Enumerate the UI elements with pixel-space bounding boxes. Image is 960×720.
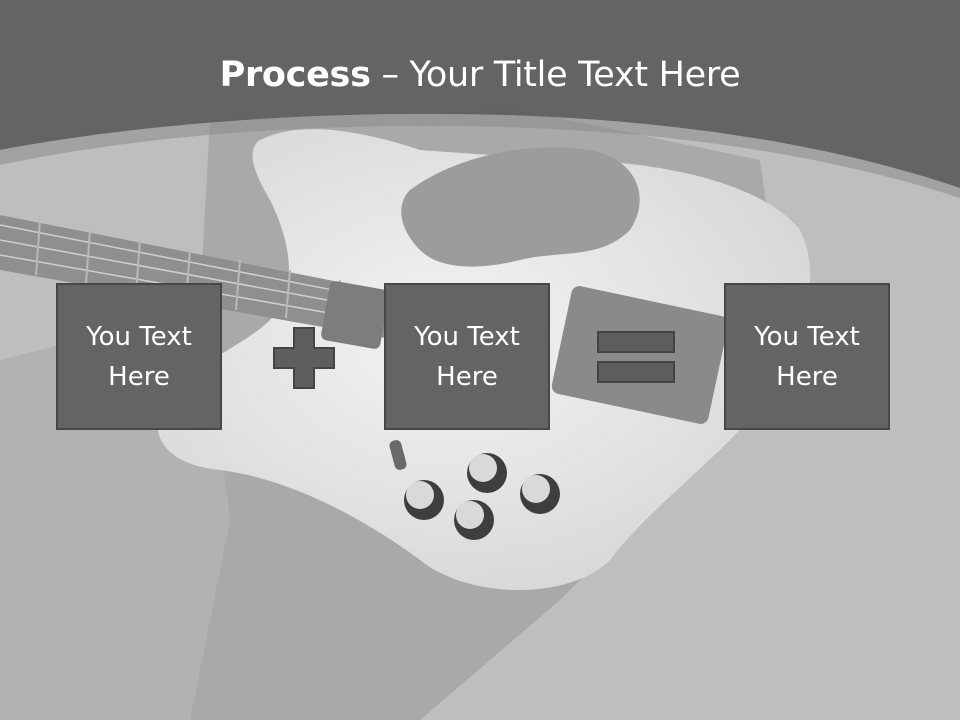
equals-icon: [597, 331, 675, 383]
title-bold: Process: [219, 55, 371, 95]
text-box-1[interactable]: You Text Here: [56, 283, 222, 430]
plus-icon: [273, 327, 335, 389]
text-box-1-label: You Text Here: [86, 321, 192, 392]
text-box-3-label: You Text Here: [754, 321, 860, 392]
slide-title: Process – Your Title Text Here: [0, 52, 960, 98]
text-box-3[interactable]: You Text Here: [724, 283, 890, 430]
title-rest: – Your Title Text Here: [370, 55, 741, 95]
text-box-2-label: You Text Here: [414, 321, 520, 392]
text-box-2[interactable]: You Text Here: [384, 283, 550, 430]
